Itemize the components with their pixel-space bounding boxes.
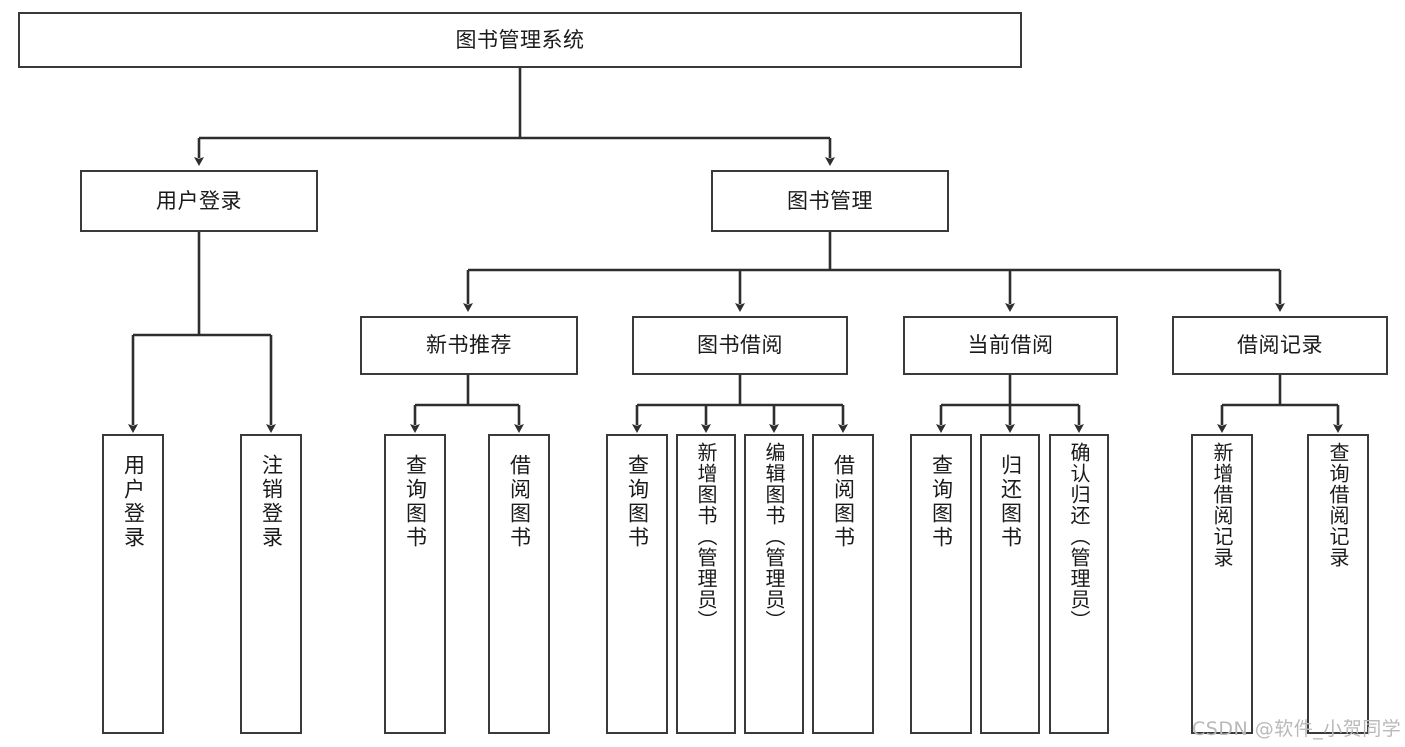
node-root-system[interactable]: 图书管理系统 (18, 12, 1022, 68)
node-current-borrow[interactable]: 当前借阅 (903, 316, 1118, 375)
node-label: 图书借阅 (697, 333, 783, 358)
node-new-book-recommend[interactable]: 新书推荐 (360, 316, 578, 375)
node-label: 图书管理系统 (455, 27, 585, 52)
node-label: 图书管理 (787, 188, 873, 213)
node-leaf-query-book-1[interactable]: 查询图书 (384, 434, 446, 734)
watermark-text: CSDN @软件_小贺同学 (1192, 718, 1402, 740)
node-label: 确认归还（管理员） (1067, 442, 1091, 631)
node-label: 注销登录 (259, 454, 284, 550)
node-borrow-record[interactable]: 借阅记录 (1172, 316, 1388, 375)
node-book-borrow[interactable]: 图书借阅 (632, 316, 848, 375)
node-book-management[interactable]: 图书管理 (711, 170, 949, 232)
node-leaf-query-book-3[interactable]: 查询图书 (910, 434, 972, 734)
node-label: 查询图书 (929, 454, 954, 550)
node-user-login[interactable]: 用户登录 (80, 170, 318, 232)
node-leaf-user-logout[interactable]: 注销登录 (240, 434, 302, 734)
node-leaf-query-record[interactable]: 查询借阅记录 (1307, 434, 1369, 734)
node-leaf-borrow-book-2[interactable]: 借阅图书 (812, 434, 874, 734)
node-label: 归还图书 (998, 454, 1023, 550)
node-leaf-confirm-return[interactable]: 确认归还（管理员） (1049, 434, 1109, 734)
node-leaf-return-book[interactable]: 归还图书 (980, 434, 1040, 734)
node-label: 借阅图书 (507, 454, 532, 550)
node-leaf-user-login[interactable]: 用户登录 (102, 434, 164, 734)
node-label: 当前借阅 (967, 333, 1054, 358)
node-leaf-query-book-2[interactable]: 查询图书 (606, 434, 668, 734)
node-leaf-borrow-book-1[interactable]: 借阅图书 (488, 434, 550, 734)
node-label: 用户登录 (121, 454, 146, 550)
node-label: 查询图书 (625, 454, 650, 550)
node-label: 借阅图书 (831, 454, 856, 550)
node-leaf-add-record[interactable]: 新增借阅记录 (1191, 434, 1253, 734)
node-label: 新增图书（管理员） (694, 442, 718, 631)
node-leaf-add-book[interactable]: 新增图书（管理员） (676, 434, 736, 734)
node-label: 查询图书 (403, 454, 428, 550)
node-label: 借阅记录 (1237, 333, 1323, 358)
node-label: 编辑图书（管理员） (762, 442, 786, 631)
node-label: 新增借阅记录 (1210, 442, 1234, 568)
node-label: 查询借阅记录 (1326, 442, 1350, 568)
node-label: 新书推荐 (426, 333, 512, 358)
node-leaf-edit-book[interactable]: 编辑图书（管理员） (744, 434, 804, 734)
node-label: 用户登录 (156, 188, 242, 213)
